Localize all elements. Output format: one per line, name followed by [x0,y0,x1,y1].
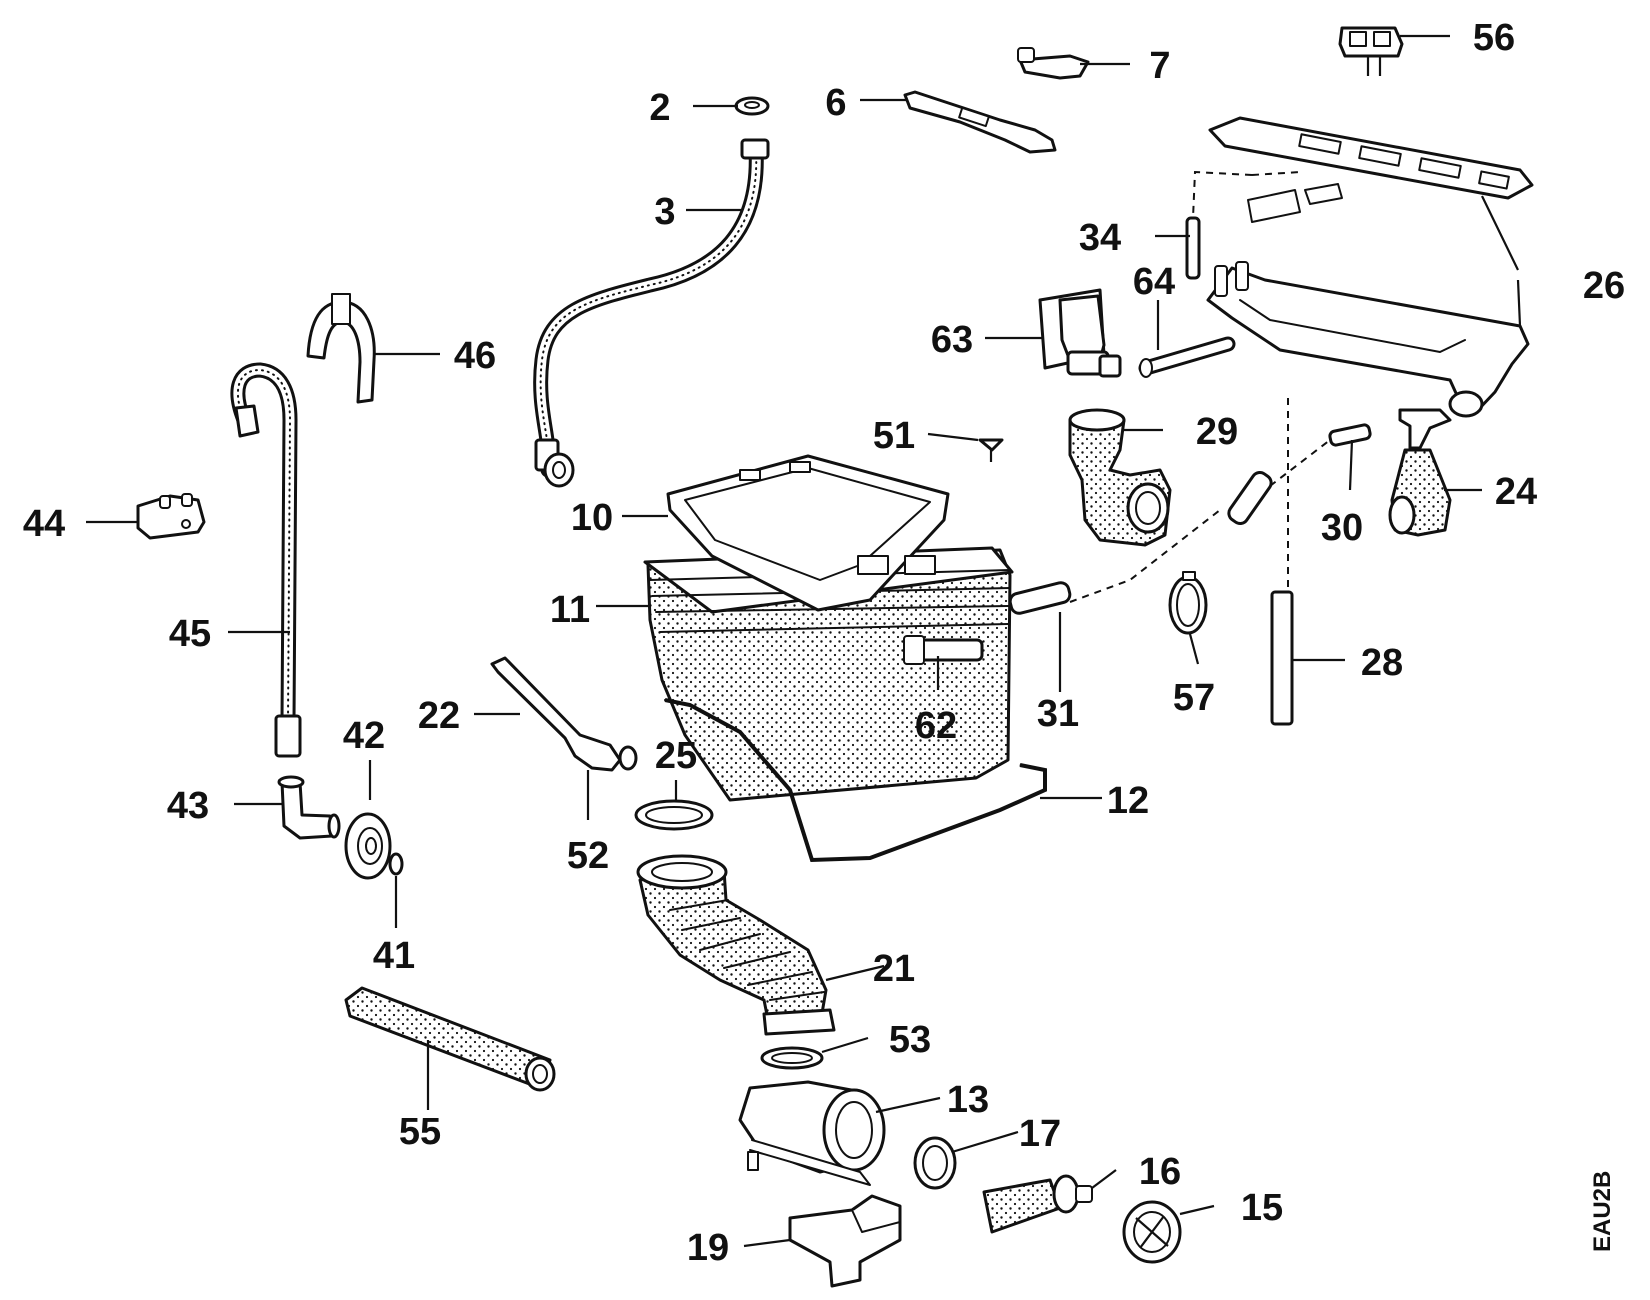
callout-56: 56 [1473,17,1515,59]
part-25-clamp-ring[interactable] [634,799,714,831]
callout-52: 52 [567,835,609,877]
callout-17: 17 [1019,1113,1061,1155]
callout-3: 3 [654,191,675,233]
callout-15: 15 [1241,1187,1283,1229]
callout-25: 25 [655,735,697,777]
part-3-inlet-hose[interactable] [533,138,770,488]
callout-34: 34 [1079,217,1121,259]
part-2-gasket[interactable] [734,96,770,116]
part-7-clip[interactable] [1017,47,1090,80]
part-21-sump-hose[interactable] [636,854,836,1036]
part-57-clamp[interactable] [1168,571,1208,635]
part-22-lever[interactable] [490,656,638,772]
callout-55: 55 [399,1111,441,1153]
callout-13: 13 [947,1079,989,1121]
part-63-valve[interactable] [1038,288,1122,378]
callout-28: 28 [1361,642,1403,684]
part-17-seal-ring[interactable] [913,1136,957,1190]
callout-31: 31 [1037,693,1079,735]
part-26-dispenser-drawer[interactable] [1206,116,1534,418]
part-46-hose-guide[interactable] [306,293,376,404]
part-30-connector[interactable] [1328,423,1372,447]
callout-46: 46 [454,335,496,377]
callout-24: 24 [1495,471,1537,513]
callout-7: 7 [1149,45,1170,87]
callout-63: 63 [931,319,973,361]
callout-42: 42 [343,715,385,757]
part-31-hose-piece-upper[interactable] [1226,469,1275,526]
part-55-tube[interactable] [344,986,556,1092]
callout-2: 2 [649,87,670,129]
callout-30: 30 [1321,507,1363,549]
part-56-connector[interactable] [1338,26,1404,76]
part-45-drain-hose[interactable] [230,362,302,758]
callout-19: 19 [687,1227,729,1269]
part-13-pump-housing[interactable] [738,1080,886,1186]
callout-12: 12 [1107,780,1149,822]
callout-11: 11 [550,589,590,631]
part-64-short-hose[interactable] [1138,336,1236,378]
part-19-cover[interactable] [788,1194,902,1288]
part-15-filter-cap[interactable] [1122,1200,1182,1264]
callout-43: 43 [167,785,209,827]
part-28-tube[interactable] [1270,590,1294,726]
callout-45: 45 [169,613,211,655]
part-12-seal-cord[interactable] [664,698,1047,863]
callout-64: 64 [1133,261,1175,303]
leader-lines [86,34,1522,1248]
part-43-elbow[interactable] [277,775,341,840]
callout-44: 44 [23,503,65,545]
part-31-hose-piece[interactable] [1008,581,1072,615]
part-16-filter[interactable] [982,1174,1093,1234]
callout-62: 62 [915,705,957,747]
part-42-nut[interactable] [344,812,392,880]
callout-41: 41 [373,935,415,977]
part-29-bellows[interactable] [1068,408,1172,547]
part-44-clip[interactable] [136,493,206,540]
part-34-pin[interactable] [1185,216,1201,280]
callout-16: 16 [1139,1151,1181,1193]
assembly-dashed-lines [1069,170,1331,603]
callout-labels: 2 3 6 7 10 11 12 13 15 16 17 19 21 22 24… [23,17,1625,1269]
drawing-code: EAU2B [1589,1171,1616,1252]
callout-22: 22 [418,695,460,737]
callout-51: 51 [873,415,915,457]
callout-21: 21 [873,948,915,990]
part-41-o-ring[interactable] [388,852,404,876]
callout-57: 57 [1173,677,1215,719]
part-51-screw[interactable] [978,438,1004,462]
callout-10: 10 [571,497,613,539]
callout-26: 26 [1583,265,1625,307]
callout-6: 6 [825,82,846,124]
part-10-tub-top[interactable] [666,454,950,612]
part-24-pressure-chamber[interactable] [1388,408,1452,537]
part-6-bracket[interactable] [903,90,1057,154]
part-53-clamp[interactable] [760,1046,824,1070]
callout-53: 53 [889,1019,931,1061]
callout-29: 29 [1196,411,1238,453]
